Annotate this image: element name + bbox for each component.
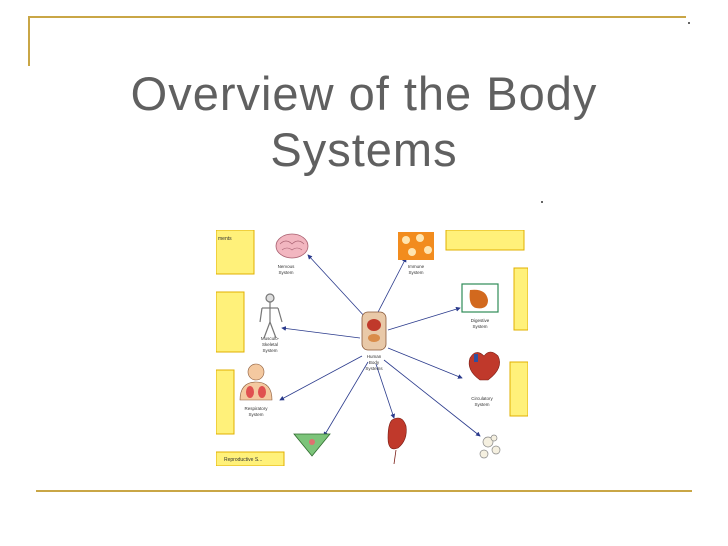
card-top-left-text: ments (218, 236, 232, 242)
body-systems-diagram: ments Reproductive S... Human Body Syste… (216, 230, 528, 466)
label-nervous-1: Nervous (278, 264, 296, 269)
arrow-digestive (387, 306, 461, 331)
label-circulatory-1: Circulatory (471, 396, 493, 401)
card-top-left (216, 230, 255, 275)
label-immune-1: Immune (408, 264, 425, 269)
label-musculoskeletal-3: System (262, 348, 277, 353)
arrow-nervous (307, 254, 367, 319)
label-digestive-1: Digestive (471, 318, 490, 323)
label-digestive-2: System (472, 324, 487, 329)
center-label-3: Systems (365, 366, 383, 371)
kidney-icon (387, 417, 407, 465)
title-line-2: Systems (270, 123, 458, 176)
diagram-svg: ments Reproductive S... Human Body Syste… (216, 230, 528, 466)
arrow-circulatory (387, 347, 463, 379)
center-label-2: Body (369, 360, 380, 365)
heart-icon (468, 351, 500, 381)
card-right-upper (513, 267, 528, 331)
corner-dot (688, 22, 690, 24)
bottom-rule (36, 490, 692, 492)
reproductive-icon (293, 433, 331, 457)
torso-icon (361, 311, 387, 351)
label-respiratory-1: Respiratory (244, 406, 268, 411)
arrow-excretory (375, 363, 396, 419)
brain-icon (275, 233, 309, 259)
arrow-musculoskeletal (281, 326, 361, 339)
center-label-1: Human (367, 354, 382, 359)
card-reproductive (216, 451, 285, 466)
top-rule (28, 16, 686, 18)
arrow-immune (375, 257, 407, 317)
card-top-right (445, 230, 525, 251)
card-reproductive-text: Reproductive S... (224, 457, 262, 463)
arrow-reproductive (323, 361, 369, 437)
arrow-respiratory (279, 355, 363, 401)
label-nervous-2: System (278, 270, 293, 275)
immune-cells-icon (398, 232, 434, 260)
label-musculoskeletal-2: Skeletal (262, 342, 278, 347)
endocrine-icon (479, 434, 501, 459)
left-rule (28, 16, 30, 66)
slide-title: Overview of the Body Systems (0, 66, 728, 178)
card-left-lower (216, 369, 235, 435)
label-musculoskeletal-1: Musculo- (261, 336, 280, 341)
skeleton-icon (259, 293, 283, 339)
card-left-middle (216, 291, 245, 353)
label-respiratory-2: System (248, 412, 263, 417)
stomach-icon (461, 283, 499, 313)
lungs-icon (239, 363, 273, 401)
card-right-lower (509, 361, 528, 417)
arrow-endocrine (383, 359, 481, 437)
title-line-1: Overview of the Body (130, 67, 598, 120)
label-immune-2: System (408, 270, 423, 275)
label-circulatory-2: System (474, 402, 489, 407)
stray-dot (541, 201, 543, 203)
